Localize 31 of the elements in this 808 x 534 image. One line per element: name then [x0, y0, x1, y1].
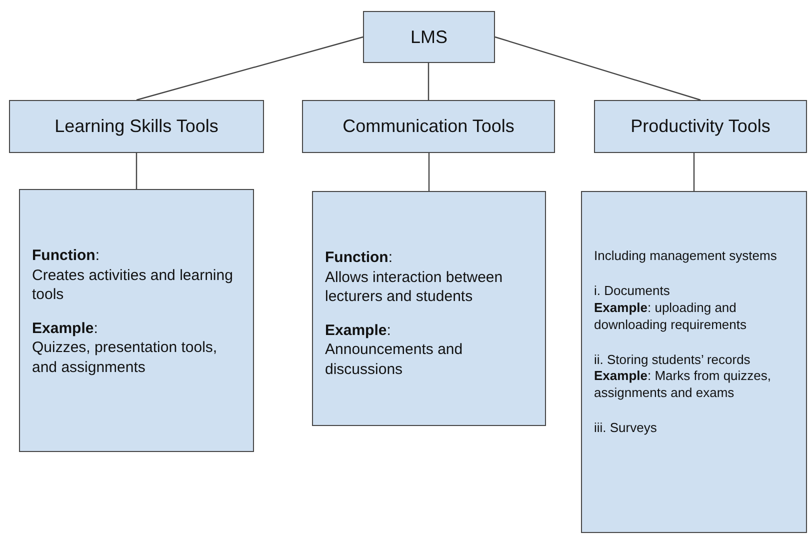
description-box [581, 191, 807, 533]
box-title: LMS [410, 26, 448, 48]
description-box [312, 191, 546, 426]
connector-line [428, 63, 430, 100]
box-title: Productivity Tools [630, 116, 770, 137]
description-text: Including management systems [594, 248, 778, 265]
box-title: Learning Skills Tools [54, 116, 218, 137]
connector-line [136, 36, 364, 101]
box-title: Communication Tools [342, 116, 514, 137]
category-box [9, 100, 264, 153]
description-text: Function: [325, 248, 394, 268]
description-text: Example: Marks from quizzes, assignments and exams [594, 368, 772, 402]
connector-line [494, 36, 701, 101]
description-text: Allows interaction between lecturers and students [325, 268, 504, 306]
root-box [363, 11, 495, 63]
description-text: Function: [32, 246, 100, 266]
description-text: Example: [325, 320, 392, 340]
description-text: Creates activities and learning tools [32, 266, 234, 304]
description-text: Example: [32, 318, 99, 338]
category-box [302, 100, 555, 153]
description-box [19, 189, 254, 452]
connector-line [136, 153, 138, 189]
connector-line [693, 153, 695, 191]
description-text: Example: uploading and downloading requirements [594, 300, 748, 334]
category-box [594, 100, 807, 153]
description-text: i. Documents [594, 282, 671, 300]
description-text: Announcements and discussions [325, 340, 464, 379]
description-text: iii. Surveys [594, 420, 658, 438]
description-text: ii. Storing students’ records [594, 352, 752, 368]
connector-line [428, 153, 430, 191]
description-text: Quizzes, presentation tools, and assignments [32, 338, 218, 377]
